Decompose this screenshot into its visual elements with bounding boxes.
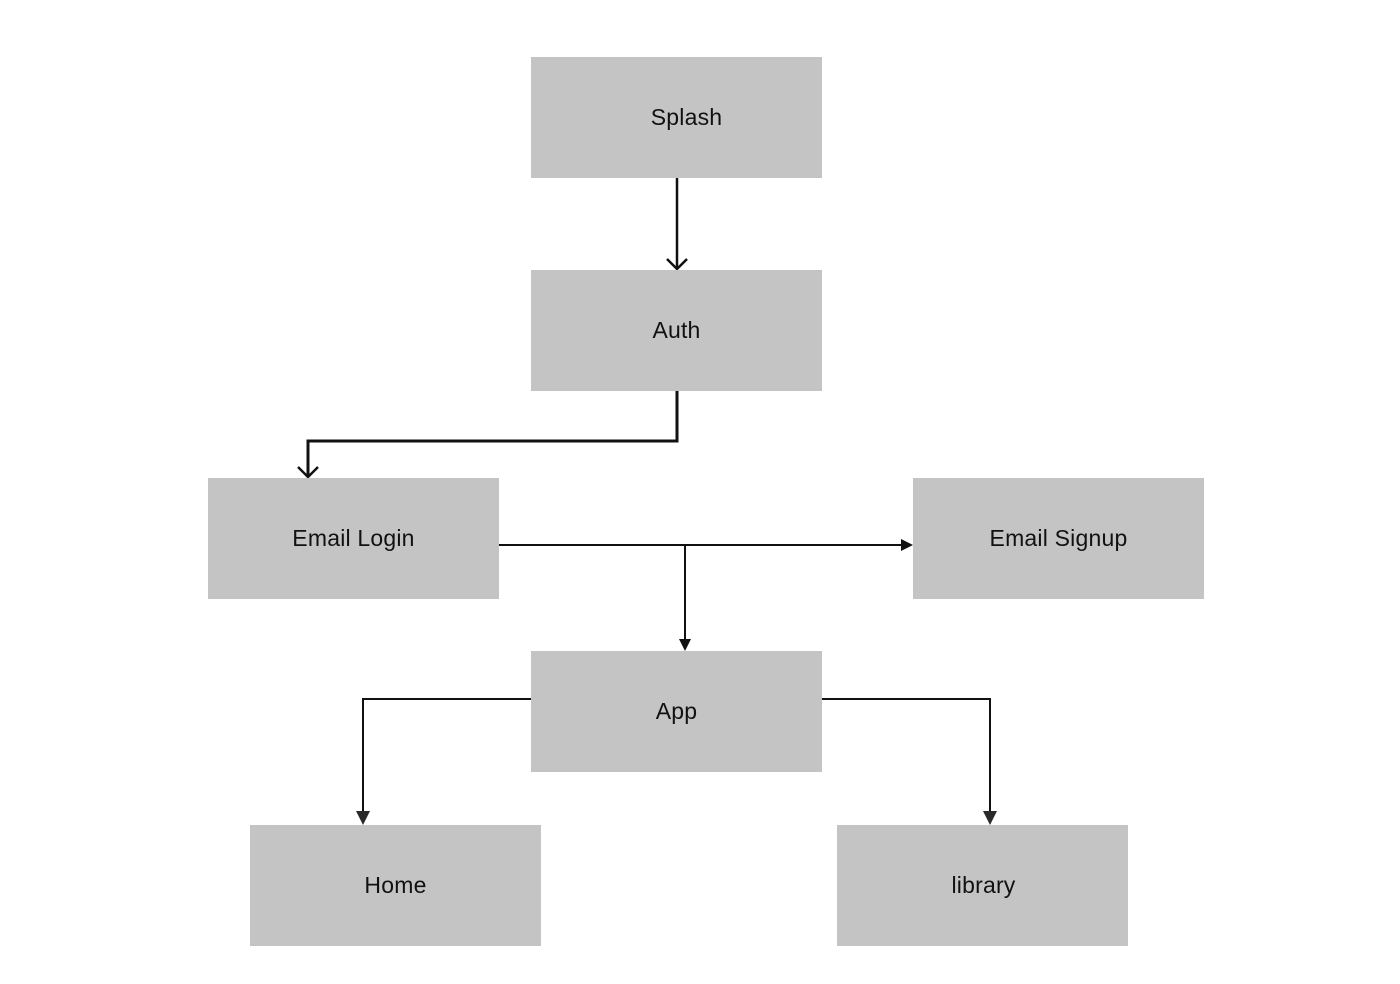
node-library: library — [837, 825, 1128, 946]
node-label: Auth — [652, 317, 701, 343]
edge-splash-to-auth — [666, 178, 688, 271]
node-splash: Splash — [531, 57, 822, 178]
node-label: library — [951, 872, 1016, 898]
filled-arrowhead — [679, 639, 691, 651]
open-arrowhead — [297, 466, 319, 479]
edge-line — [306, 391, 679, 477]
edge-line — [362, 698, 531, 812]
edge-email-login-to-app — [679, 545, 691, 651]
node-label: Email Signup — [989, 525, 1128, 551]
node-email-login: Email Login — [208, 478, 499, 599]
node-label: App — [655, 698, 698, 724]
filled-arrowhead — [901, 539, 913, 551]
filled-arrowhead — [983, 811, 997, 825]
node-auth: Auth — [531, 270, 822, 391]
edge-auth-to-email-login — [297, 391, 679, 479]
node-email-signup: Email Signup — [913, 478, 1204, 599]
edge-line — [822, 698, 991, 812]
open-arrowhead — [666, 258, 688, 271]
edge-app-to-home — [356, 698, 531, 825]
edge-email-login-to-email-signup — [499, 539, 913, 551]
filled-arrowhead — [356, 811, 370, 825]
edge-app-to-library — [822, 698, 997, 825]
node-home: Home — [250, 825, 541, 946]
node-label: Splash — [650, 104, 723, 130]
node-label: Email Login — [292, 525, 415, 551]
node-label: Home — [364, 872, 427, 898]
node-app: App — [531, 651, 822, 772]
